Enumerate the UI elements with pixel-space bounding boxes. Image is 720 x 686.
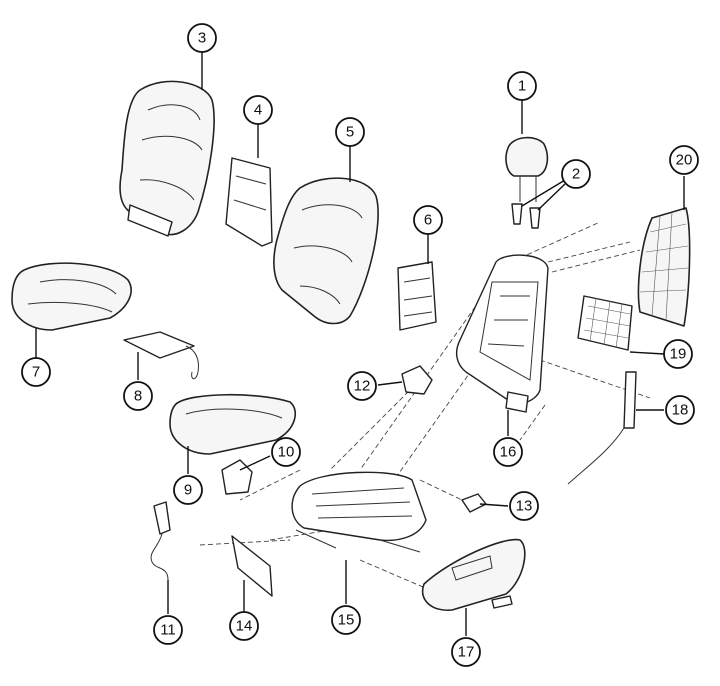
callout-5: 5 [335, 117, 365, 147]
callout-18-label: 18 [672, 402, 689, 419]
callout-15: 15 [331, 605, 361, 635]
back-board [637, 207, 691, 327]
callout-5-label: 5 [346, 124, 354, 141]
callout-16-label: 16 [500, 444, 517, 461]
callout-9-label: 9 [184, 482, 192, 499]
seat-belt-buckle [150, 501, 171, 581]
seatback-frame [455, 254, 549, 413]
callout-2-label: 2 [572, 166, 580, 183]
front-trim [231, 535, 273, 597]
callout-9: 9 [173, 475, 203, 505]
callout-3-label: 3 [198, 30, 206, 47]
callout-12: 12 [347, 371, 377, 401]
callout-3: 3 [187, 23, 217, 53]
callout-20-label: 20 [676, 152, 693, 169]
callout-11: 11 [153, 615, 183, 645]
cushion-bracket [221, 459, 253, 495]
callout-markers: 1 2 3 4 5 6 7 8 [21, 23, 699, 667]
callout-1: 1 [507, 71, 537, 101]
callout-11-label: 11 [160, 622, 176, 639]
callout-7-label: 7 [32, 364, 40, 381]
headrest [505, 136, 549, 202]
seatback-cover [119, 80, 215, 237]
slide-lever [461, 493, 487, 513]
callout-18: 18 [665, 395, 695, 425]
callout-12-label: 12 [354, 378, 371, 395]
callout-2: 2 [561, 159, 591, 189]
callout-19-label: 19 [670, 346, 687, 363]
callout-14-label: 14 [236, 618, 253, 635]
callout-6-label: 6 [424, 212, 432, 229]
callout-17: 17 [451, 637, 481, 667]
leader-lines [35, 52, 685, 636]
recliner-bracket [401, 365, 433, 395]
occupant-sensor [123, 331, 199, 380]
callout-4: 4 [243, 95, 273, 125]
seat-cushion-pad [169, 393, 297, 455]
callout-13: 13 [509, 491, 539, 521]
callout-6: 6 [413, 205, 443, 235]
callout-10: 10 [271, 437, 301, 467]
callout-4-label: 4 [254, 102, 262, 119]
callout-8: 8 [123, 381, 153, 411]
side-airbag [567, 371, 637, 485]
lumbar-pad [225, 157, 273, 247]
side-shield [421, 538, 526, 611]
callout-10-label: 10 [278, 444, 295, 461]
callout-20: 20 [669, 145, 699, 175]
seat-cushion-cover [11, 262, 132, 331]
headrest-guides [511, 203, 541, 229]
lumbar-support [397, 261, 437, 331]
seatback-pad [273, 177, 379, 325]
callout-17-label: 17 [458, 644, 475, 661]
callout-1-label: 1 [518, 78, 526, 95]
back-net [577, 295, 633, 351]
callout-16: 16 [493, 437, 523, 467]
callout-14: 14 [229, 611, 259, 641]
callout-7: 7 [21, 357, 51, 387]
seat-track-frame [291, 471, 427, 553]
callout-13-label: 13 [516, 498, 533, 515]
callout-19: 19 [663, 339, 693, 369]
callout-15-label: 15 [338, 612, 355, 629]
callout-8-label: 8 [134, 388, 142, 405]
